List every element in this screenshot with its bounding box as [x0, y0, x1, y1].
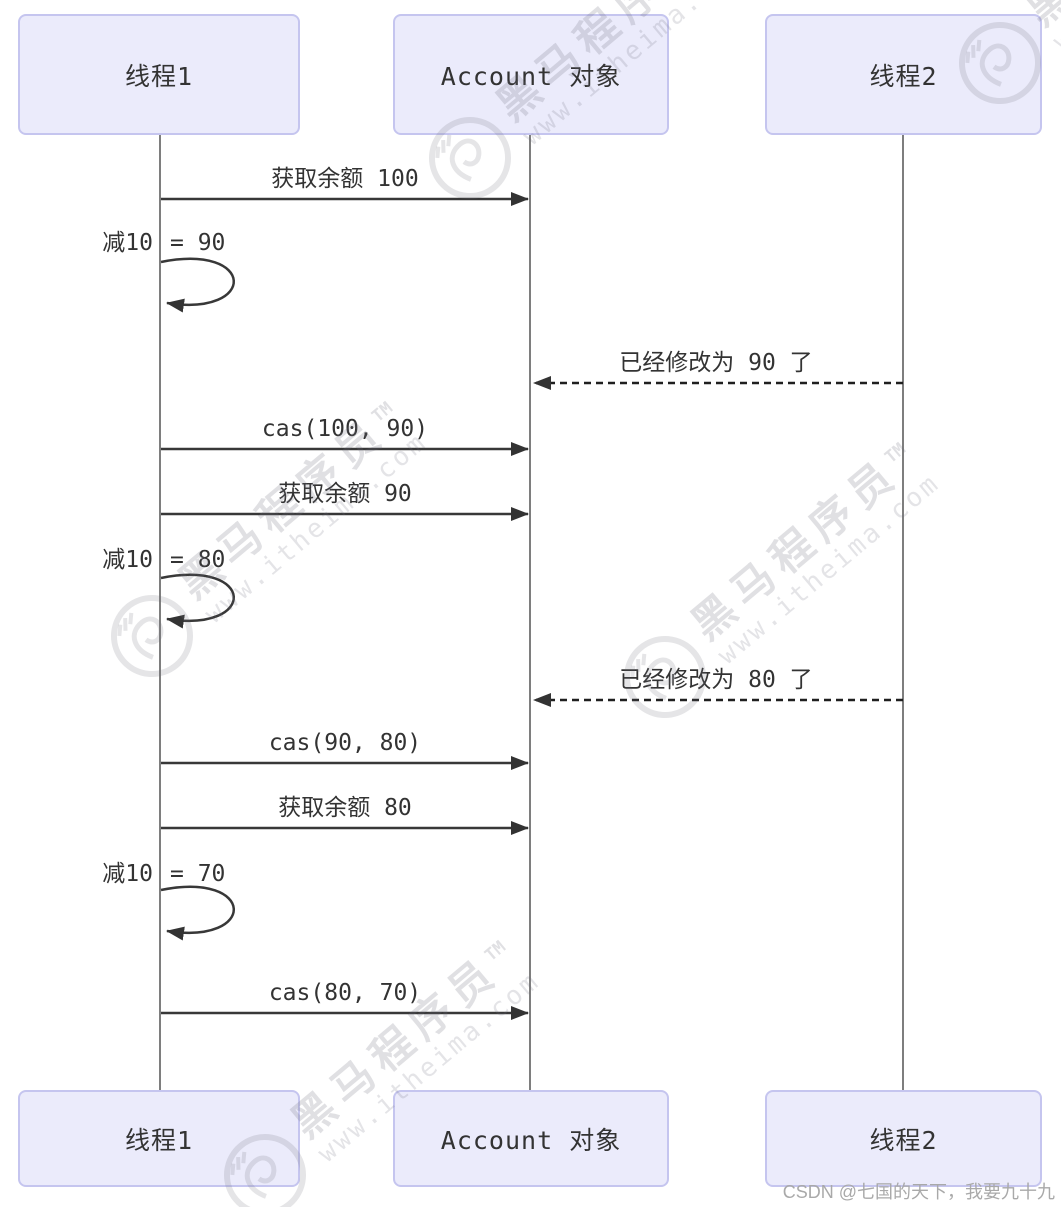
msg-minus10-right-1: = 90 — [170, 230, 226, 256]
actor-account-top-label: Account 对象 — [440, 61, 622, 91]
actor-account-top: Account 对象 — [393, 14, 669, 135]
actor-thread1-top-label: 线程1 — [124, 61, 194, 91]
self-loop-minus10-70 — [160, 885, 235, 941]
self-loop-minus10-80 — [160, 573, 235, 629]
actor-thread2-bottom: 线程2 — [765, 1090, 1042, 1187]
actor-thread1-bottom-label: 线程1 — [124, 1125, 194, 1155]
msg-modified-80: 已经修改为 80 了 — [619, 667, 813, 693]
msg-minus10-left-3: 减10 — [102, 861, 153, 887]
msg-get-balance-100: 获取余额 100 — [271, 166, 419, 192]
csdn-credit: CSDN @七国的天下，我要九十九 — [782, 1182, 1055, 1202]
msg-minus10-right-3: = 70 — [170, 861, 226, 887]
msg-minus10-right-2: = 80 — [170, 547, 226, 573]
msg-minus10-left-2: 减10 — [102, 547, 153, 573]
self-loop-minus10-90 — [160, 257, 235, 313]
msg-minus10-left-1: 减10 — [102, 230, 153, 256]
msg-cas-100-90: cas(100, 90) — [261, 416, 429, 442]
actor-thread2-bottom-label: 线程2 — [869, 1125, 938, 1155]
msg-get-balance-80: 获取余额 80 — [278, 795, 412, 821]
msg-get-balance-90: 获取余额 90 — [278, 481, 412, 507]
actor-thread1-top: 线程1 — [18, 14, 300, 135]
actor-thread1-bottom: 线程1 — [18, 1090, 300, 1187]
actor-account-bottom-label: Account 对象 — [440, 1125, 622, 1155]
actor-thread2-top-label: 线程2 — [869, 61, 938, 91]
msg-modified-90: 已经修改为 90 了 — [619, 350, 813, 376]
msg-cas-90-80: cas(90, 80) — [268, 730, 422, 756]
actor-account-bottom: Account 对象 — [393, 1090, 669, 1187]
msg-cas-80-70: cas(80, 70) — [268, 980, 422, 1006]
actor-thread2-top: 线程2 — [765, 14, 1042, 135]
